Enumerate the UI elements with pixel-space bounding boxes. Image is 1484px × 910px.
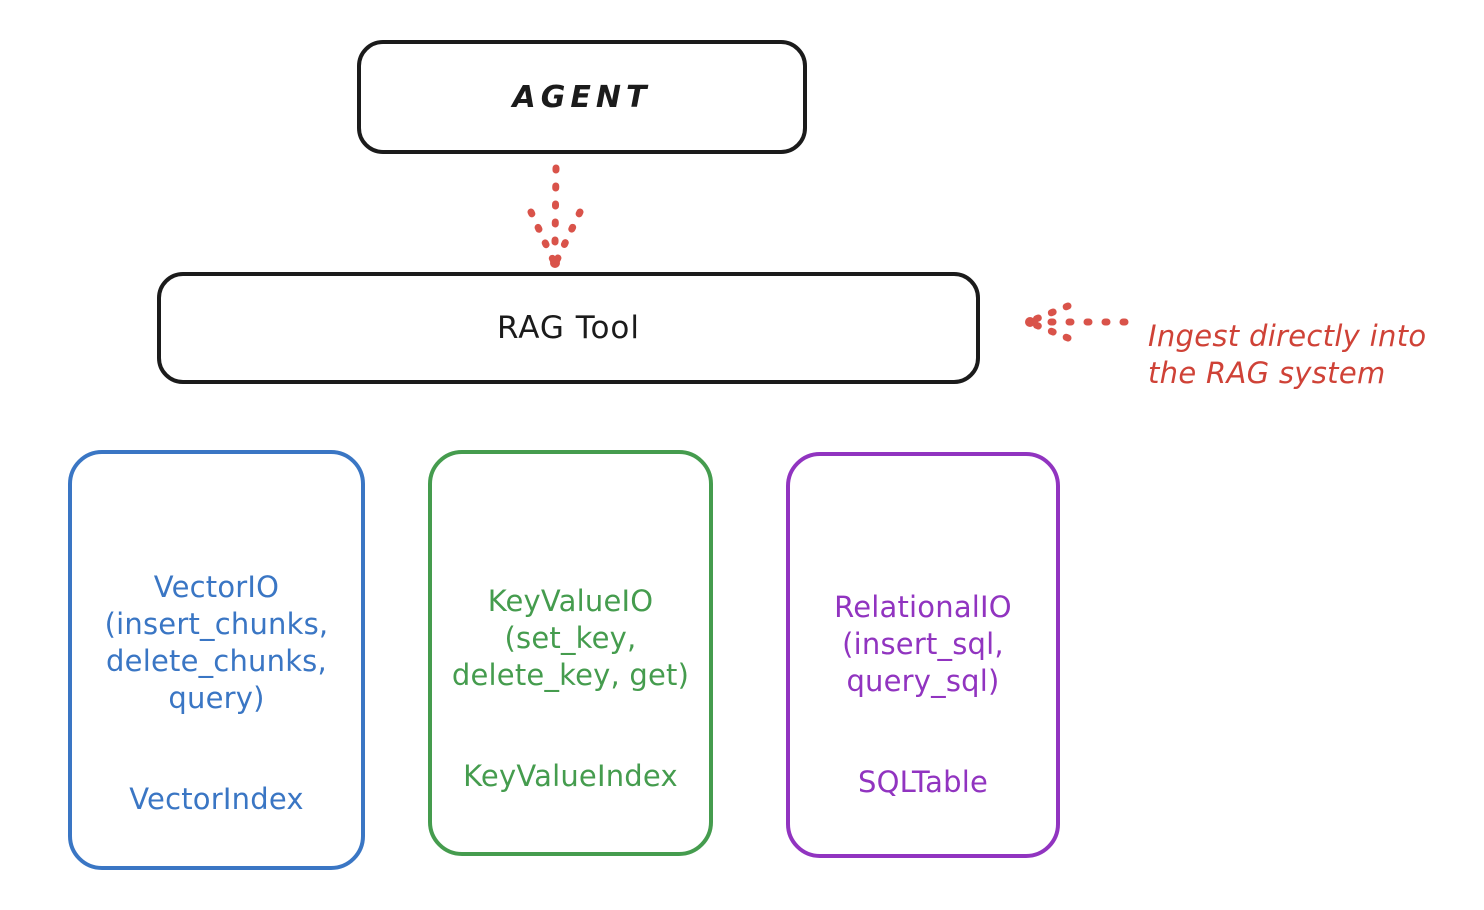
node-key-value-io[interactable]: KeyValueIO (set_key, delete_key, get) Ke… [428, 450, 713, 856]
node-relational-io[interactable]: RelationalIO (insert_sql, query_sql) SQL… [786, 452, 1060, 858]
node-rag-tool-label: RAG Tool [496, 310, 641, 346]
connector-agent-to-rag-tool [527, 164, 584, 268]
node-key-value-io-index: KeyValueIndex [463, 758, 678, 793]
node-rag-tool[interactable]: RAG Tool [157, 272, 980, 384]
node-relational-io-text: RelationalIO (insert_sql, query_sql) SQL… [828, 456, 1018, 801]
annotation-ingest: Ingest directly into the RAG system [1148, 280, 1478, 393]
annotation-ingest-label: Ingest directly into the RAG system [1148, 318, 1427, 391]
connector-ingest-to-rag-tool [1025, 302, 1129, 342]
text-gap [452, 694, 689, 720]
node-vector-io-text: VectorIO (insert_chunks, delete_chunks, … [99, 454, 335, 818]
node-relational-io-methods: (insert_sql, query_sql) [842, 627, 1004, 699]
node-key-value-io-text: KeyValueIO (set_key, delete_key, get) Ke… [446, 454, 695, 795]
node-relational-io-title: RelationalIO [834, 590, 1012, 625]
node-key-value-io-title: KeyValueIO [487, 584, 654, 619]
text-gap [105, 718, 329, 744]
node-agent[interactable]: AGENT [357, 40, 807, 154]
node-vector-io[interactable]: VectorIO (insert_chunks, delete_chunks, … [68, 450, 365, 870]
node-key-value-io-methods: (set_key, delete_key, get) [451, 621, 690, 693]
text-gap [834, 700, 1012, 726]
node-vector-io-title: VectorIO [153, 570, 280, 605]
node-vector-io-index: VectorIndex [129, 781, 304, 816]
node-relational-io-index: SQLTable [858, 764, 988, 799]
node-agent-label: AGENT [512, 79, 652, 115]
node-vector-io-methods: (insert_chunks, delete_chunks, query) [104, 607, 329, 716]
